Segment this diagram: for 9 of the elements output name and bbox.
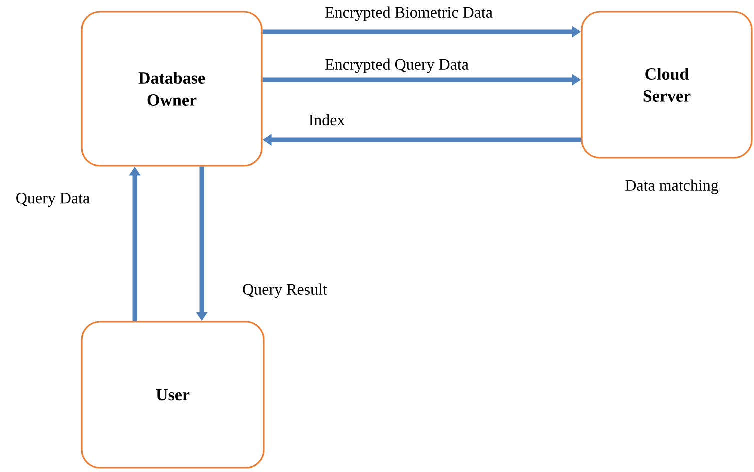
edge-label: Encrypted Biometric Data (326, 6, 493, 22)
process-box: User (81, 321, 265, 469)
node-caption: Data matching (626, 180, 719, 194)
edge-label: Query Data (16, 192, 90, 208)
edge-label: Index (309, 114, 346, 126)
edge-label: Query Result (243, 284, 328, 298)
process-box: Database Owner (81, 11, 263, 167)
edge-label: Encrypted Query Data (326, 58, 469, 74)
process-box: Cloud Server (581, 11, 753, 159)
